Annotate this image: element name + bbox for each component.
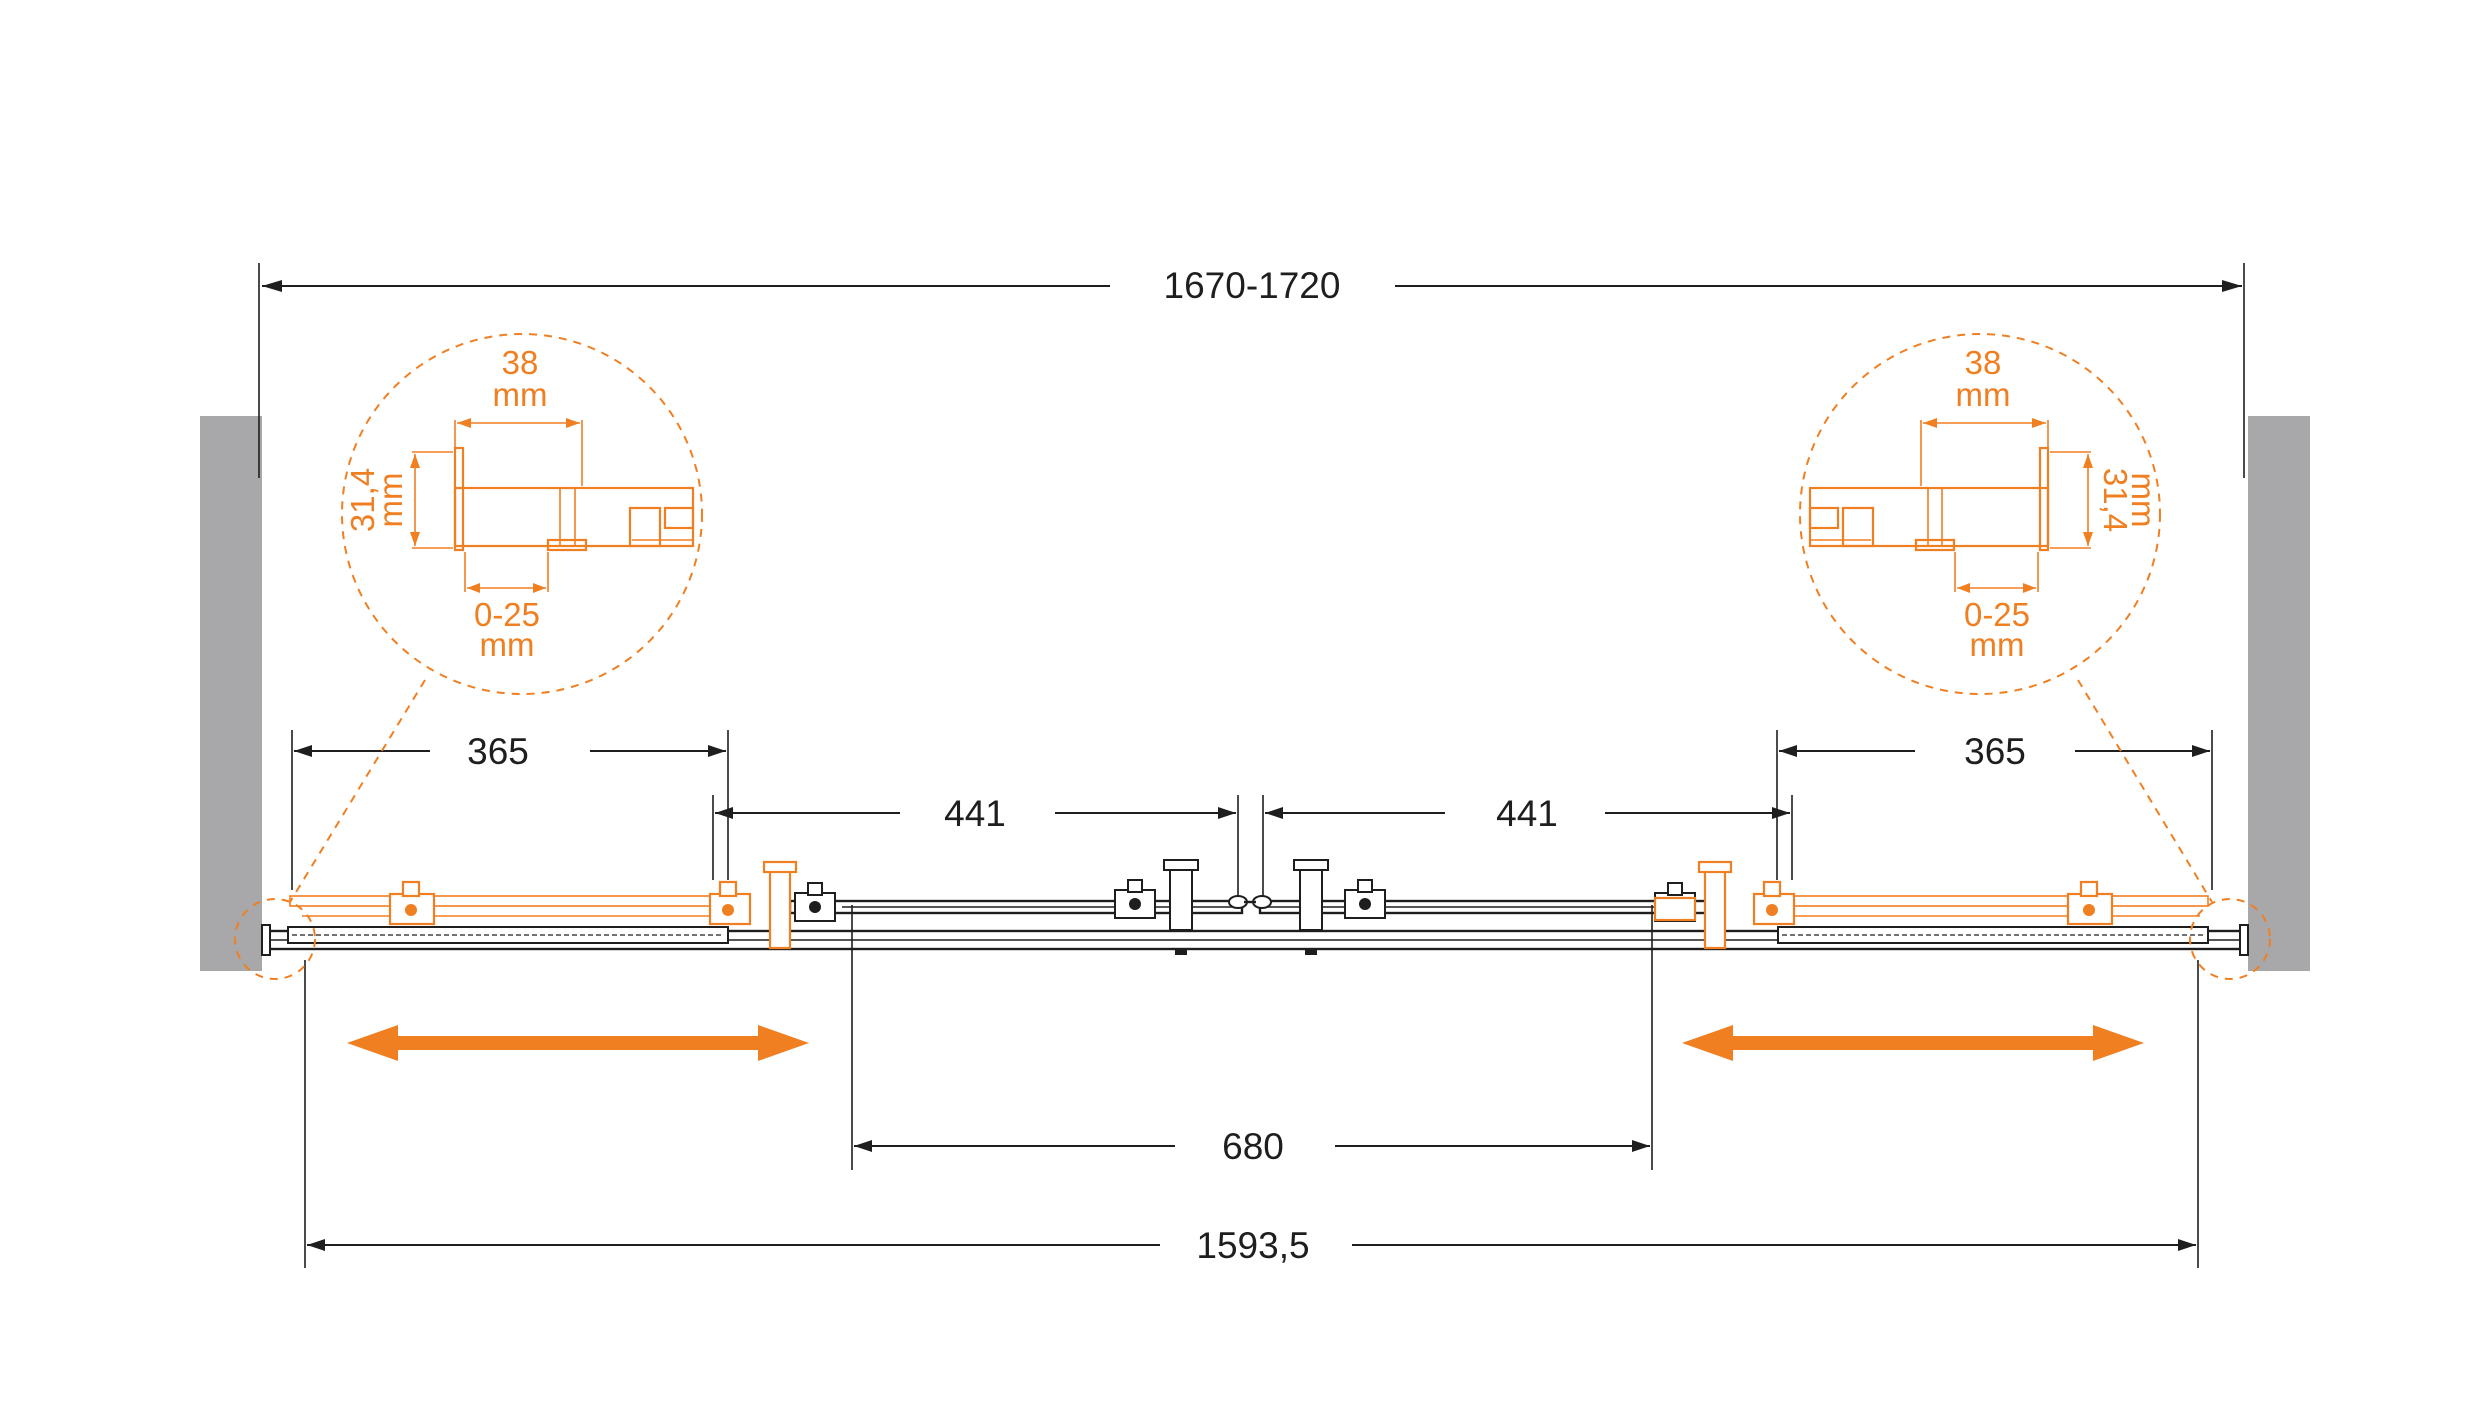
right-adjust-value: 0-25	[1964, 596, 2030, 633]
left-adjust-unit: mm	[480, 626, 535, 663]
left-profile-detail: 38 mm 31,4 mm 0-25 mm	[341, 333, 703, 695]
right-panel-label: 441	[1496, 793, 1558, 834]
left-height-value: 31,4	[344, 468, 381, 532]
right-height-unit: mm	[2125, 473, 2162, 528]
left-depth-value: 38	[502, 344, 539, 381]
roller-bracket	[794, 882, 836, 922]
right-offset-label: 365	[1964, 731, 2026, 772]
right-fixed-panel	[1777, 926, 2209, 944]
left-height-unit: mm	[372, 473, 409, 528]
right-depth-unit: mm	[1956, 376, 2011, 413]
opening-label: 680	[1222, 1126, 1284, 1167]
overall-width-label: 1670-1720	[1164, 265, 1341, 306]
right-handle	[1293, 859, 1329, 955]
left-handle	[1163, 859, 1199, 955]
rail-length-label: 1593,5	[1196, 1225, 1309, 1266]
left-fixed-panel	[287, 926, 729, 944]
overall-width-dimension: 1670-1720	[258, 263, 2245, 478]
left-double-headed-arrow-icon	[347, 1025, 809, 1061]
opening-dimension: 680	[851, 905, 1653, 1170]
left-panel-dimension: 441	[712, 793, 1239, 900]
right-sliding-panel	[1258, 899, 1714, 915]
center-seal	[1228, 895, 1272, 909]
right-profile-detail: 38 mm 31,4 mm 0-25 mm	[1799, 333, 2162, 695]
right-orange-glass	[1653, 860, 2209, 950]
right-adjust-unit: mm	[1970, 626, 2025, 663]
left-adjust-value: 0-25	[474, 596, 540, 633]
left-end-detail-marker	[234, 898, 316, 980]
right-height-value: 31,4	[2097, 468, 2134, 532]
left-panel-label: 441	[944, 793, 1006, 834]
left-offset-dimension: 365	[291, 730, 729, 890]
right-depth-value: 38	[1965, 344, 2002, 381]
rail-length-dimension: 1593,5	[304, 960, 2199, 1268]
right-end-detail-marker	[2189, 898, 2271, 980]
right-wall	[2248, 416, 2310, 971]
right-offset-dimension: 365	[1776, 730, 2213, 890]
roller-bracket	[1114, 879, 1156, 919]
roller-bracket	[1344, 879, 1386, 919]
right-double-headed-arrow-icon	[1682, 1025, 2144, 1061]
left-depth-unit: mm	[493, 376, 548, 413]
left-wall	[200, 416, 262, 971]
right-panel-dimension: 441	[1262, 793, 1793, 900]
left-offset-label: 365	[467, 731, 529, 772]
